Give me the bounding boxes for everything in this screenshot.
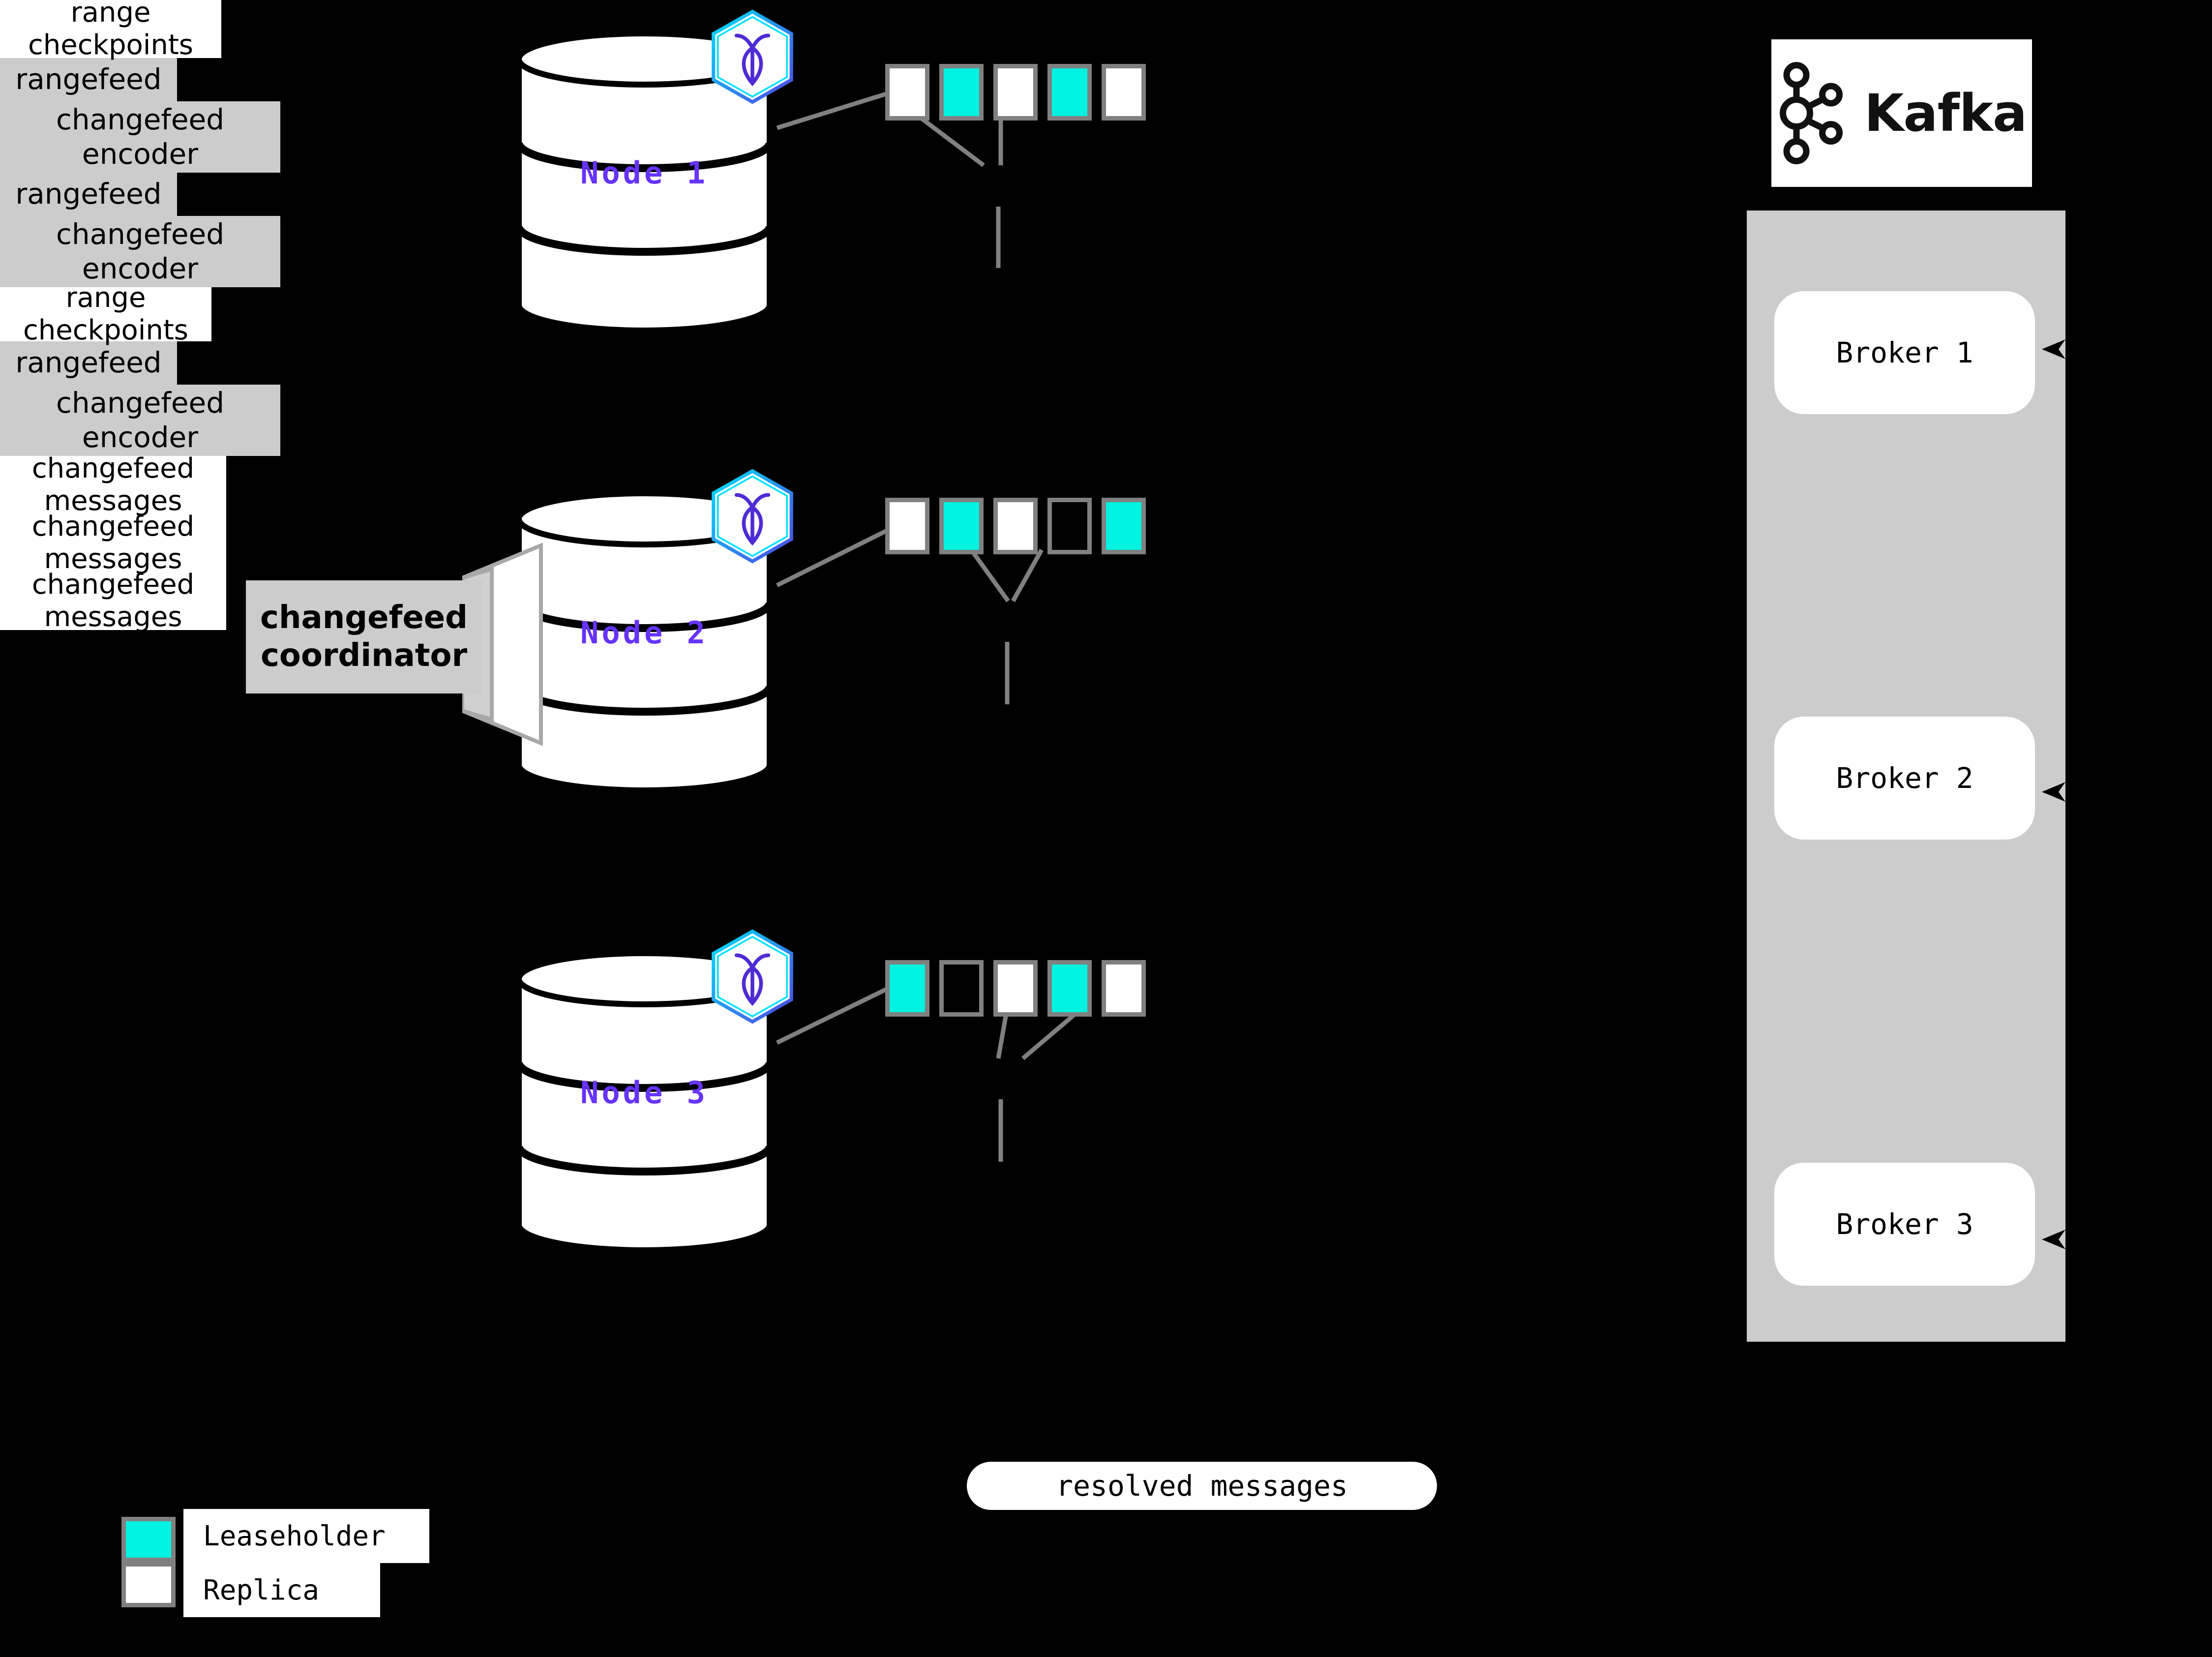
range-box[interactable] — [993, 498, 1038, 554]
encoder-line2: encoder — [82, 251, 199, 285]
range-box[interactable] — [993, 64, 1038, 121]
node-2-label: Node 2 — [580, 615, 708, 651]
kafka-logo-box: Kafka — [1771, 39, 2032, 187]
encoder-line2: encoder — [82, 420, 199, 454]
legend-label-leaseholder: Leaseholder — [183, 1509, 429, 1563]
coordinator-line1: changefeed — [260, 600, 468, 636]
resolved-messages-pill[interactable]: resolved messages — [967, 1462, 1437, 1510]
node-3-range-checkpoints-label: range checkpoints — [0, 282, 211, 346]
cockroachdb-hexagon-icon — [708, 929, 797, 1024]
range-box[interactable] — [885, 498, 929, 554]
range-box[interactable] — [1047, 498, 1092, 554]
changefeed-messages-line2: messages — [44, 601, 182, 633]
node-1-changefeed-encoder-box[interactable]: changefeed encoder — [0, 101, 280, 173]
node-3-changefeed-encoder-box[interactable]: changefeed encoder — [0, 385, 280, 456]
encoder-line1: changefeed — [56, 386, 225, 420]
node-1-rangefeed-box[interactable]: rangefeed — [0, 58, 177, 101]
range-checkpoints-line1: range — [70, 0, 151, 29]
legend-label-replica: Replica — [183, 1563, 380, 1617]
node-3-label: Node 3 — [580, 1075, 708, 1111]
cockroachdb-hexagon-icon — [708, 468, 797, 564]
changefeed-messages-label-2: changefeed messages — [0, 510, 226, 575]
range-box[interactable] — [1102, 64, 1146, 121]
range-box[interactable] — [885, 960, 929, 1017]
range-box[interactable] — [1047, 960, 1092, 1017]
node-3-rangefeed-box[interactable]: rangefeed — [0, 341, 177, 385]
broker-1-box[interactable]: Broker 1 — [1774, 291, 2035, 414]
kafka-logo-icon — [1779, 62, 1843, 164]
node-1-range-checkpoints-label: range checkpoints — [0, 0, 221, 61]
encoder-line1: changefeed — [56, 102, 225, 136]
node-3-cylinder: Node 3 — [514, 949, 775, 1254]
range-box[interactable] — [939, 960, 984, 1017]
changefeed-coordinator-box[interactable]: changefeed coordinator — [246, 580, 482, 693]
range-box[interactable] — [1102, 960, 1146, 1017]
range-box[interactable] — [1047, 64, 1092, 121]
range-box[interactable] — [939, 498, 984, 554]
range-box[interactable] — [885, 64, 929, 121]
range-checkpoints-line2: checkpoints — [28, 29, 193, 61]
coordinator-line2: coordinator — [260, 637, 468, 674]
range-box[interactable] — [939, 64, 984, 121]
range-box[interactable] — [993, 960, 1038, 1017]
changefeed-messages-line2: messages — [44, 543, 182, 575]
changefeed-messages-line1: changefeed — [31, 568, 195, 601]
range-checkpoints-line1: range — [65, 281, 146, 314]
legend-swatch-leaseholder — [121, 1517, 176, 1562]
range-checkpoints-line2: checkpoints — [23, 314, 188, 346]
cockroachdb-hexagon-icon — [708, 9, 797, 105]
changefeed-messages-line1: changefeed — [31, 452, 195, 484]
encoder-line2: encoder — [82, 137, 199, 171]
node-1-cylinder: Node 1 — [514, 30, 775, 334]
node-2-changefeed-encoder-box[interactable]: changefeed encoder — [0, 216, 280, 287]
node-2-cylinder: Node 2 — [514, 489, 775, 794]
changefeed-messages-line1: changefeed — [31, 510, 195, 542]
kafka-logo-text: Kafka — [1864, 83, 2027, 143]
changefeed-messages-label-1: changefeed messages — [0, 452, 226, 517]
node-2-rangefeed-box[interactable]: rangefeed — [0, 173, 177, 216]
node-1-label: Node 1 — [580, 155, 708, 191]
changefeed-messages-line2: messages — [44, 485, 182, 517]
encoder-line1: changefeed — [56, 217, 225, 251]
broker-2-box[interactable]: Broker 2 — [1774, 717, 2035, 840]
broker-3-box[interactable]: Broker 3 — [1774, 1163, 2035, 1286]
range-box[interactable] — [1102, 498, 1146, 554]
changefeed-messages-label-3: changefeed messages — [0, 568, 226, 633]
legend-swatch-replica — [121, 1562, 176, 1607]
